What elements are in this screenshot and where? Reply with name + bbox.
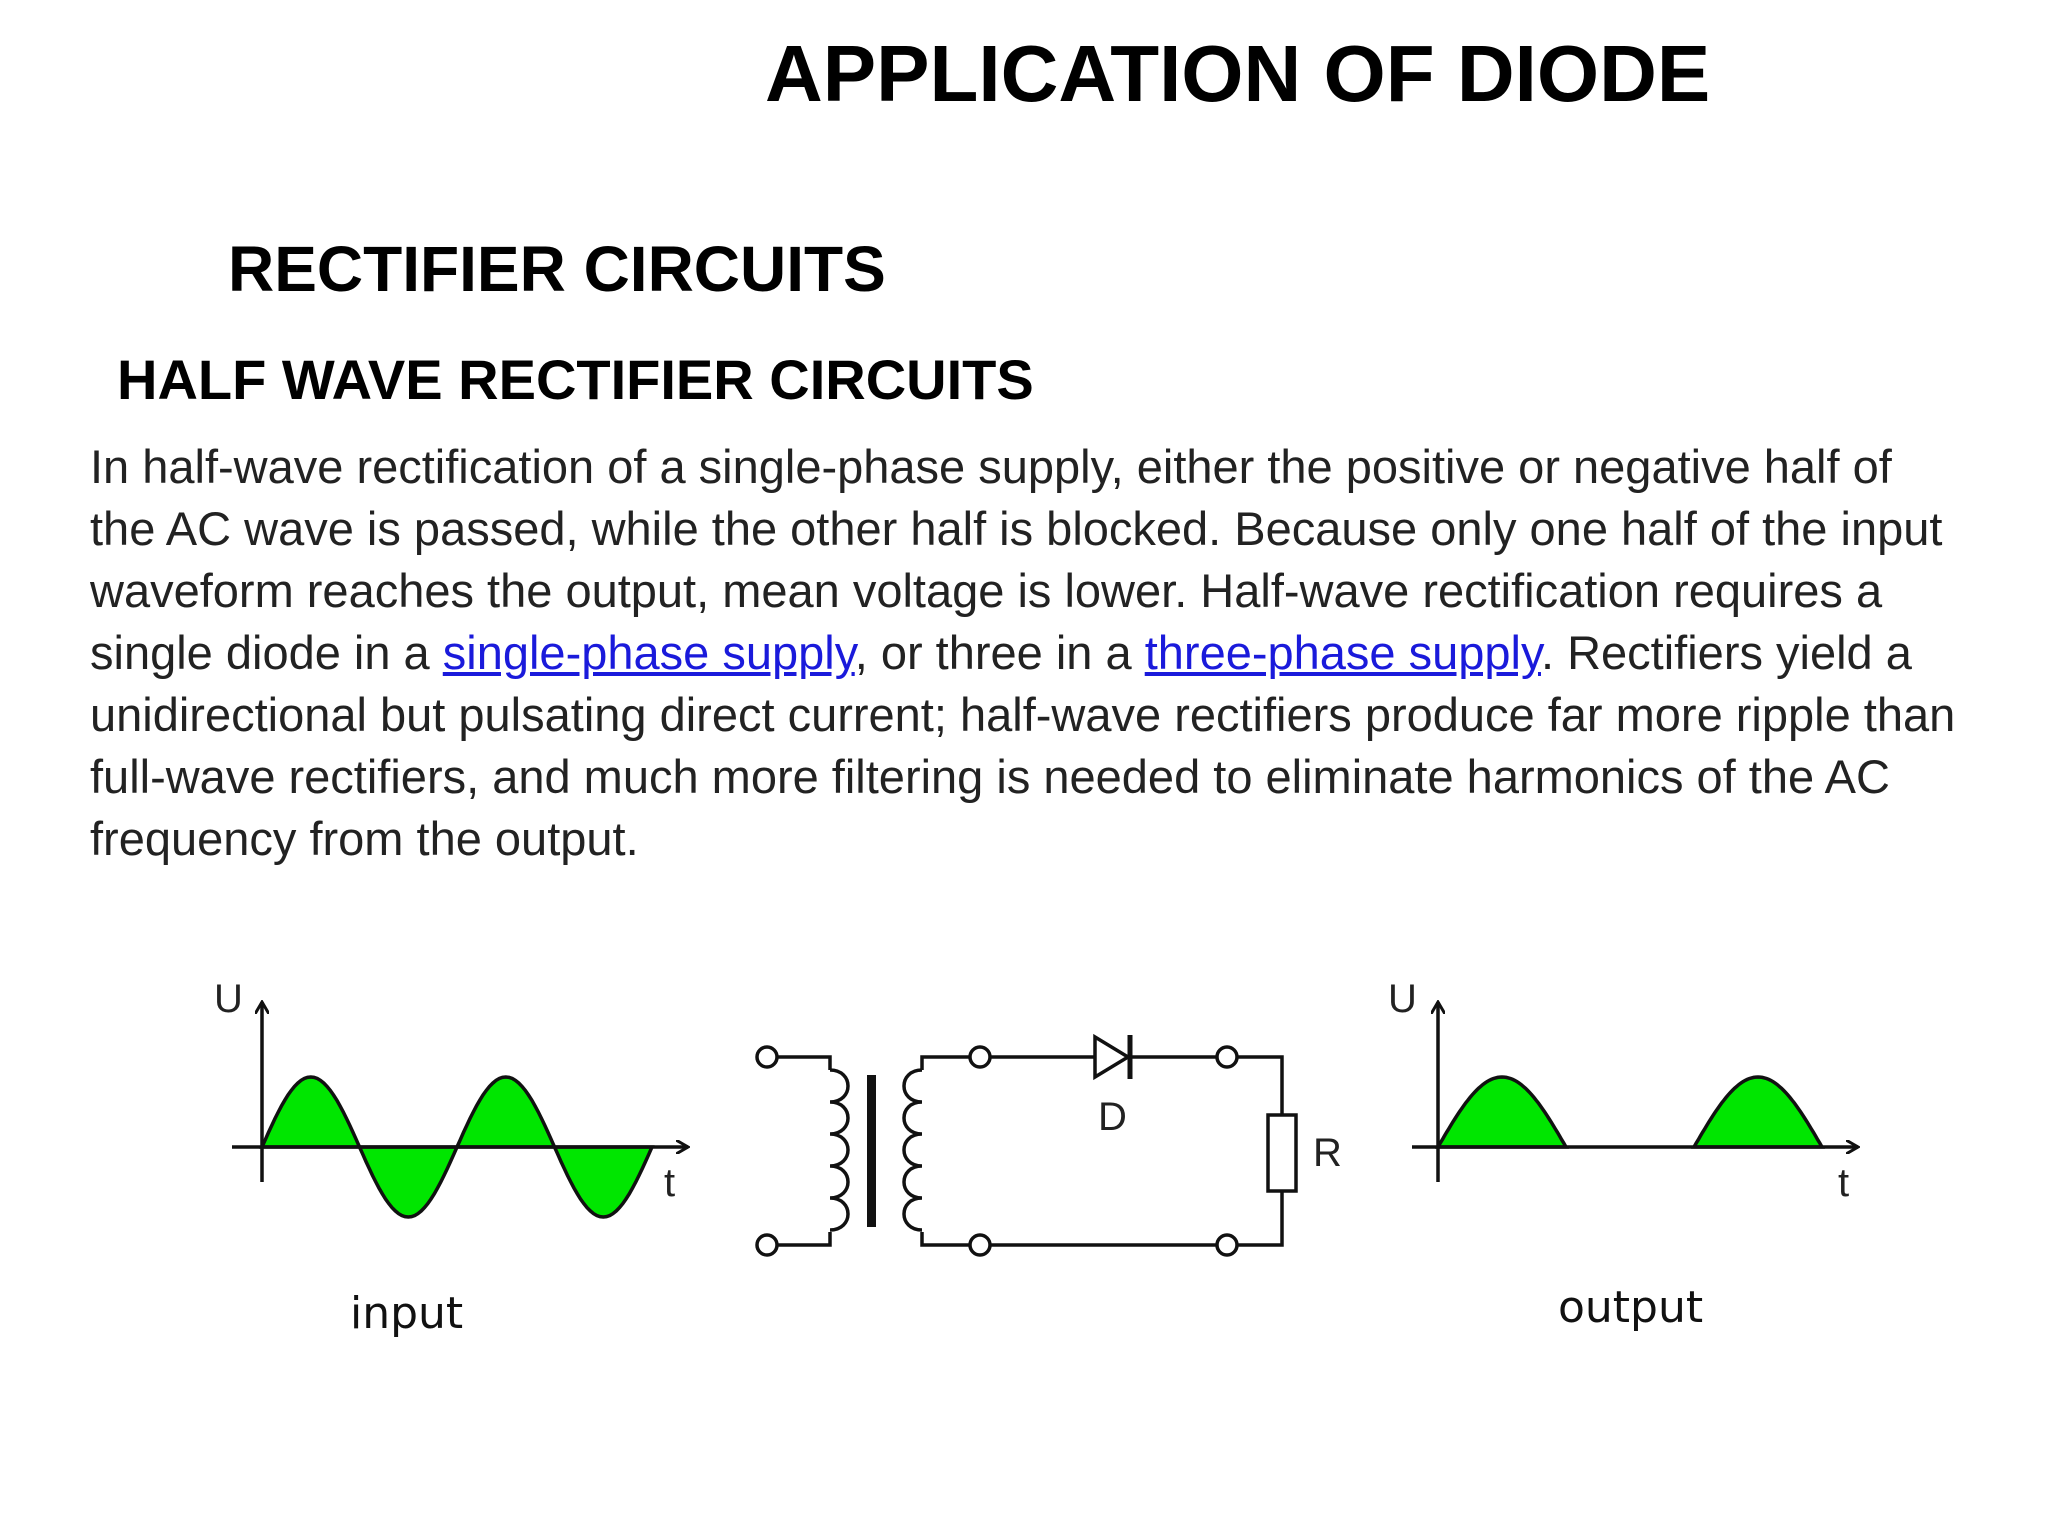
wire-from-resistor bbox=[1237, 1191, 1284, 1247]
output-waveform-graph: U t bbox=[1388, 977, 1858, 1205]
paragraph-text-2: , or three in a bbox=[854, 626, 1145, 679]
node-top-right bbox=[1215, 1045, 1239, 1069]
three-phase-supply-link[interactable]: three-phase supply bbox=[1144, 626, 1541, 679]
primary-coil bbox=[829, 1068, 850, 1232]
resistor-symbol bbox=[1266, 1113, 1298, 1193]
diode-symbol bbox=[1093, 1033, 1132, 1081]
output-caption: output bbox=[1558, 1282, 1704, 1333]
node-top-left bbox=[968, 1045, 992, 1069]
secondary-lead-bottom bbox=[920, 1232, 970, 1247]
input-y-axis-label: U bbox=[214, 977, 243, 1021]
paragraph-text-1: In half-wave rectification of a single-p… bbox=[90, 440, 1943, 679]
diode-label: D bbox=[1098, 1095, 1127, 1139]
secondary-coil bbox=[902, 1068, 923, 1232]
resistor-label: R bbox=[1313, 1131, 1342, 1175]
input-caption: input bbox=[350, 1288, 464, 1339]
input-x-axis-label: t bbox=[664, 1161, 675, 1205]
slide-title: APPLICATION OF DIODE bbox=[765, 29, 1711, 118]
node-bottom-left bbox=[968, 1233, 992, 1257]
output-half-wave-2 bbox=[1690, 1075, 1826, 1149]
output-y-axis-label: U bbox=[1388, 977, 1417, 1021]
subsection-heading: HALF WAVE RECTIFIER CIRCUITS bbox=[117, 348, 1034, 411]
single-phase-supply-link[interactable]: single-phase supply bbox=[442, 626, 855, 679]
node-bottom-right bbox=[1215, 1233, 1239, 1257]
body-paragraph: In half-wave rectification of a single-p… bbox=[90, 436, 1970, 870]
output-half-wave-1 bbox=[1434, 1075, 1570, 1149]
transformer-core bbox=[867, 1075, 876, 1227]
input-terminal-bottom bbox=[755, 1233, 779, 1257]
section-heading: RECTIFIER CIRCUITS bbox=[228, 233, 886, 305]
half-wave-rectifier-figure: U t D R bbox=[214, 977, 2048, 1257]
secondary-lead-top bbox=[920, 1055, 970, 1070]
wire-to-resistor-top bbox=[1237, 1055, 1284, 1115]
input-waveform-graph: U t bbox=[214, 977, 688, 1219]
rectifier-circuit bbox=[755, 1033, 1298, 1257]
primary-lead-top bbox=[777, 1055, 832, 1070]
input-terminal-top bbox=[755, 1045, 779, 1069]
output-x-axis-label: t bbox=[1838, 1161, 1849, 1205]
paragraph-text-3: . Rectifiers yield a unidirectional but … bbox=[90, 626, 1956, 865]
primary-lead-bottom bbox=[777, 1232, 832, 1247]
